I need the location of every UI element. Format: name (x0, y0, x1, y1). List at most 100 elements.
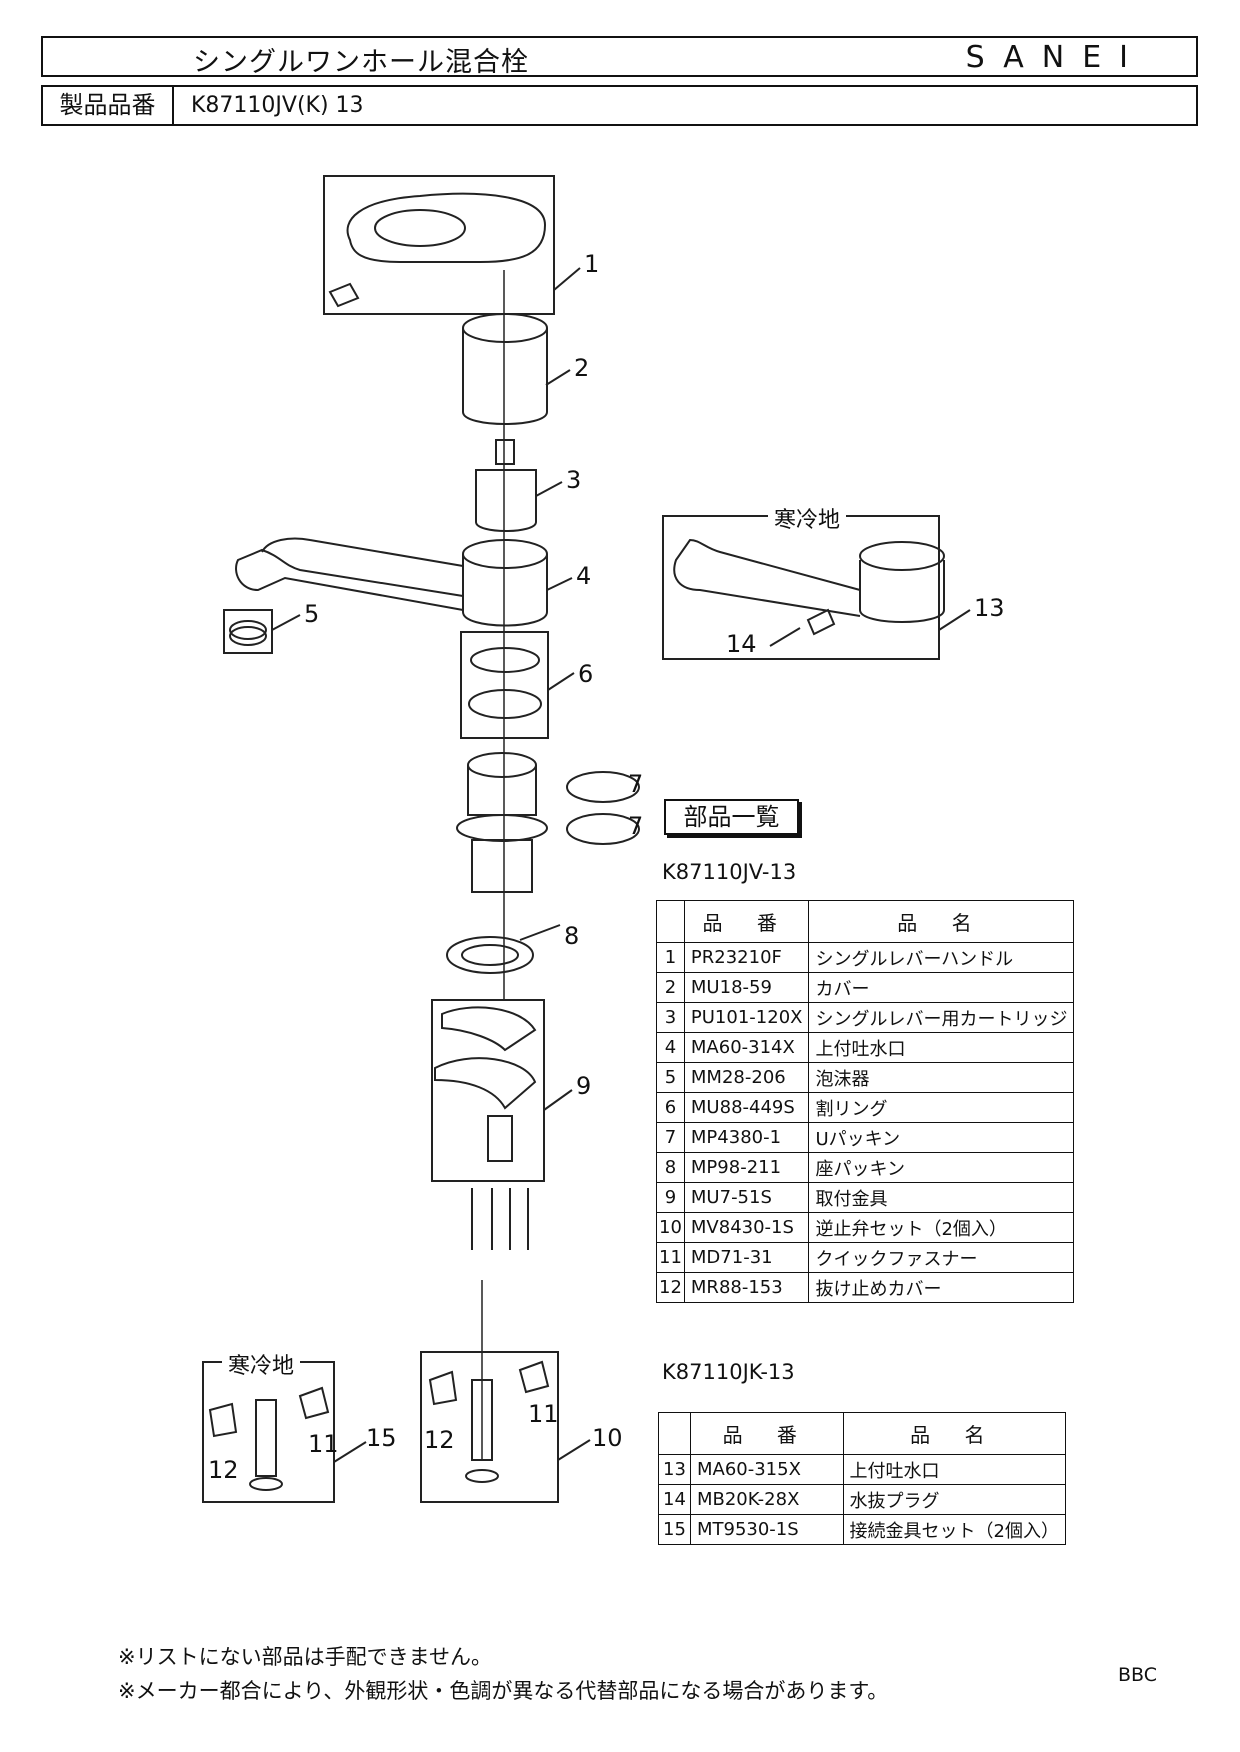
part-code-cell: MP4380-1 (683, 1122, 810, 1153)
part-number-cell: 6 (656, 1092, 685, 1123)
part-name-cell: 逆止弁セット（2個入） (808, 1212, 1075, 1243)
table1-title: K87110JV-13 (662, 860, 797, 884)
part-name-cell: シングルレバーハンドル (808, 942, 1075, 973)
callout-13: 13 (974, 594, 1005, 622)
col-number-header (658, 1412, 691, 1455)
callout-10: 10 (592, 1424, 623, 1452)
part-name-cell: 泡沫器 (808, 1062, 1075, 1093)
part-number-cell: 14 (658, 1484, 691, 1515)
notes: ※リストにない部品は手配できません。 ※メーカー都合により、外観形状・色調が異な… (118, 1640, 888, 1708)
part-name-cell: 抜け止めカバー (808, 1272, 1075, 1303)
part-name-cell: Uパッキン (808, 1122, 1075, 1153)
part-code-cell: MB20K-28X (689, 1484, 844, 1515)
part-code-cell: MU7-51S (683, 1182, 810, 1213)
frame-cold-region-top (662, 515, 940, 660)
callout-9: 9 (576, 1072, 592, 1100)
callout-11b: 11 (308, 1430, 339, 1458)
callout-6: 6 (578, 660, 594, 688)
part-number-cell: 8 (656, 1152, 685, 1183)
part-code-cell: MR88-153 (683, 1272, 810, 1303)
part-number-cell: 9 (656, 1182, 685, 1213)
frame-part-9 (431, 999, 545, 1182)
cold-region-label-top: 寒冷地 (768, 502, 847, 534)
model-value: K87110JV(K) 13 (191, 93, 364, 118)
part-code-cell: MP98-211 (683, 1152, 810, 1183)
footer-code: BBC (1118, 1664, 1158, 1686)
part-code-cell: MA60-315X (689, 1454, 844, 1485)
part-number-cell: 2 (656, 972, 685, 1003)
table-header-row: 品 番 品 名 (658, 1412, 1067, 1455)
part-code-cell: PR23210F (683, 942, 810, 973)
col-part-no-header: 品 番 (689, 1412, 844, 1455)
title-bar: シングルワンホール混合栓 SANEI (41, 36, 1198, 78)
frame-part-10 (420, 1351, 559, 1503)
part-number-cell: 10 (656, 1212, 685, 1243)
part-code-cell: MM28-206 (683, 1062, 810, 1093)
callout-7a: 7 (628, 770, 644, 798)
callout-12b: 12 (208, 1456, 239, 1484)
part-number-cell: 3 (656, 1002, 685, 1033)
part-number-cell: 13 (658, 1454, 691, 1485)
note-line: ※リストにない部品は手配できません。 (118, 1645, 492, 1669)
col-part-no-header: 品 番 (683, 900, 810, 943)
callout-12a: 12 (424, 1426, 455, 1454)
callout-8: 8 (564, 922, 580, 950)
part-number-cell: 11 (656, 1242, 685, 1273)
callout-1: 1 (584, 250, 600, 278)
part-code-cell: PU101-120X (683, 1002, 810, 1033)
callout-5: 5 (304, 600, 320, 628)
parts-list-heading: 部品一覧 (664, 799, 799, 835)
callout-2: 2 (574, 354, 590, 382)
part-number-cell: 4 (656, 1032, 685, 1063)
model-label: 製品品番 (43, 87, 174, 124)
callout-14: 14 (726, 630, 757, 658)
frame-part-5 (223, 609, 273, 654)
frame-part-1 (323, 175, 555, 315)
part-code-cell: MU88-449S (683, 1092, 810, 1123)
col-part-name-header: 品 名 (808, 900, 1075, 943)
col-part-name-header: 品 名 (842, 1412, 1067, 1455)
part-code-cell: MD71-31 (683, 1242, 810, 1273)
note-line: ※メーカー都合により、外観形状・色調が異なる代替部品になる場合があります。 (118, 1679, 889, 1703)
callout-3: 3 (566, 466, 582, 494)
cold-region-label-bottom: 寒冷地 (222, 1348, 301, 1380)
part-name-cell: カバー (808, 972, 1075, 1003)
part-code-cell: MU18-59 (683, 972, 810, 1003)
callout-4: 4 (576, 562, 592, 590)
part-name-cell: 上付吐水口 (808, 1032, 1075, 1063)
part-name-cell: 座パッキン (808, 1152, 1075, 1183)
part-code-cell: MT9530-1S (689, 1514, 844, 1545)
part-name-cell: 割リング (808, 1092, 1075, 1123)
part-number-cell: 12 (656, 1272, 685, 1303)
table2-title: K87110JK-13 (662, 1360, 795, 1384)
part-number-cell: 1 (656, 942, 685, 973)
part-code-cell: MV8430-1S (683, 1212, 810, 1243)
part-name-cell: 取付金具 (808, 1182, 1075, 1213)
page-title: シングルワンホール混合栓 (193, 47, 529, 78)
part-name-cell: クイックファスナー (808, 1242, 1075, 1273)
model-bar: 製品品番 K87110JV(K) 13 (41, 85, 1198, 126)
part-name-cell: シングルレバー用カートリッジ (808, 1002, 1075, 1033)
callout-11a: 11 (528, 1400, 559, 1428)
part-number-cell: 5 (656, 1062, 685, 1093)
part-code-cell: MA60-314X (683, 1032, 810, 1063)
table-header-row: 品 番 品 名 (656, 900, 1075, 943)
callout-7b: 7 (628, 812, 644, 840)
